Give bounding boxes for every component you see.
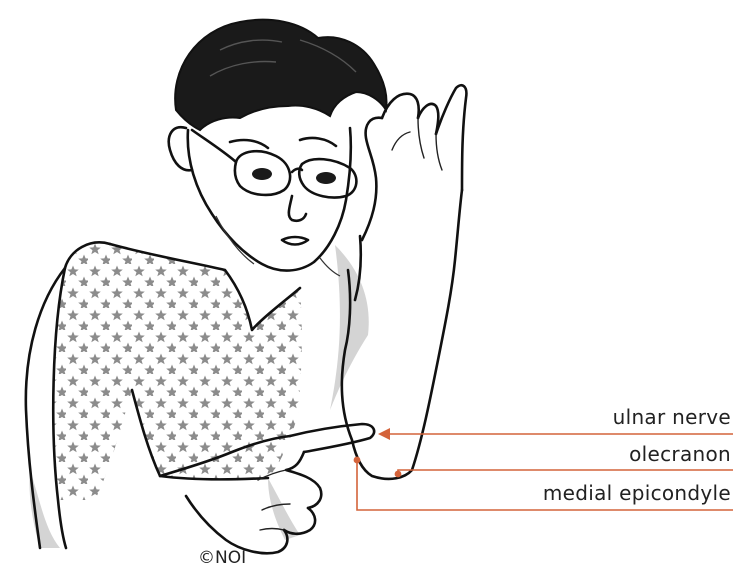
eyebrow-right [300, 138, 336, 146]
olecranon-leader [398, 470, 733, 474]
olecranon-dot [395, 471, 402, 478]
mouth [282, 237, 308, 245]
glasses [192, 130, 356, 198]
label-olecranon: olecranon [629, 442, 731, 466]
eyebrow-left [230, 140, 268, 148]
ulnar-nerve-arrow [378, 428, 390, 440]
label-medial-epicondyle: medial epicondyle [543, 481, 731, 505]
raised-hand [362, 85, 466, 240]
label-ulnar-nerve: ulnar nerve [613, 405, 731, 429]
eye-right [316, 172, 336, 184]
copyright-notice: ©NOI [198, 548, 246, 568]
eye-left [252, 168, 272, 180]
medial-epicondyle-dot [354, 457, 361, 464]
head [169, 20, 387, 276]
nose [289, 196, 306, 221]
hair [175, 20, 386, 130]
face-outline [188, 128, 351, 271]
